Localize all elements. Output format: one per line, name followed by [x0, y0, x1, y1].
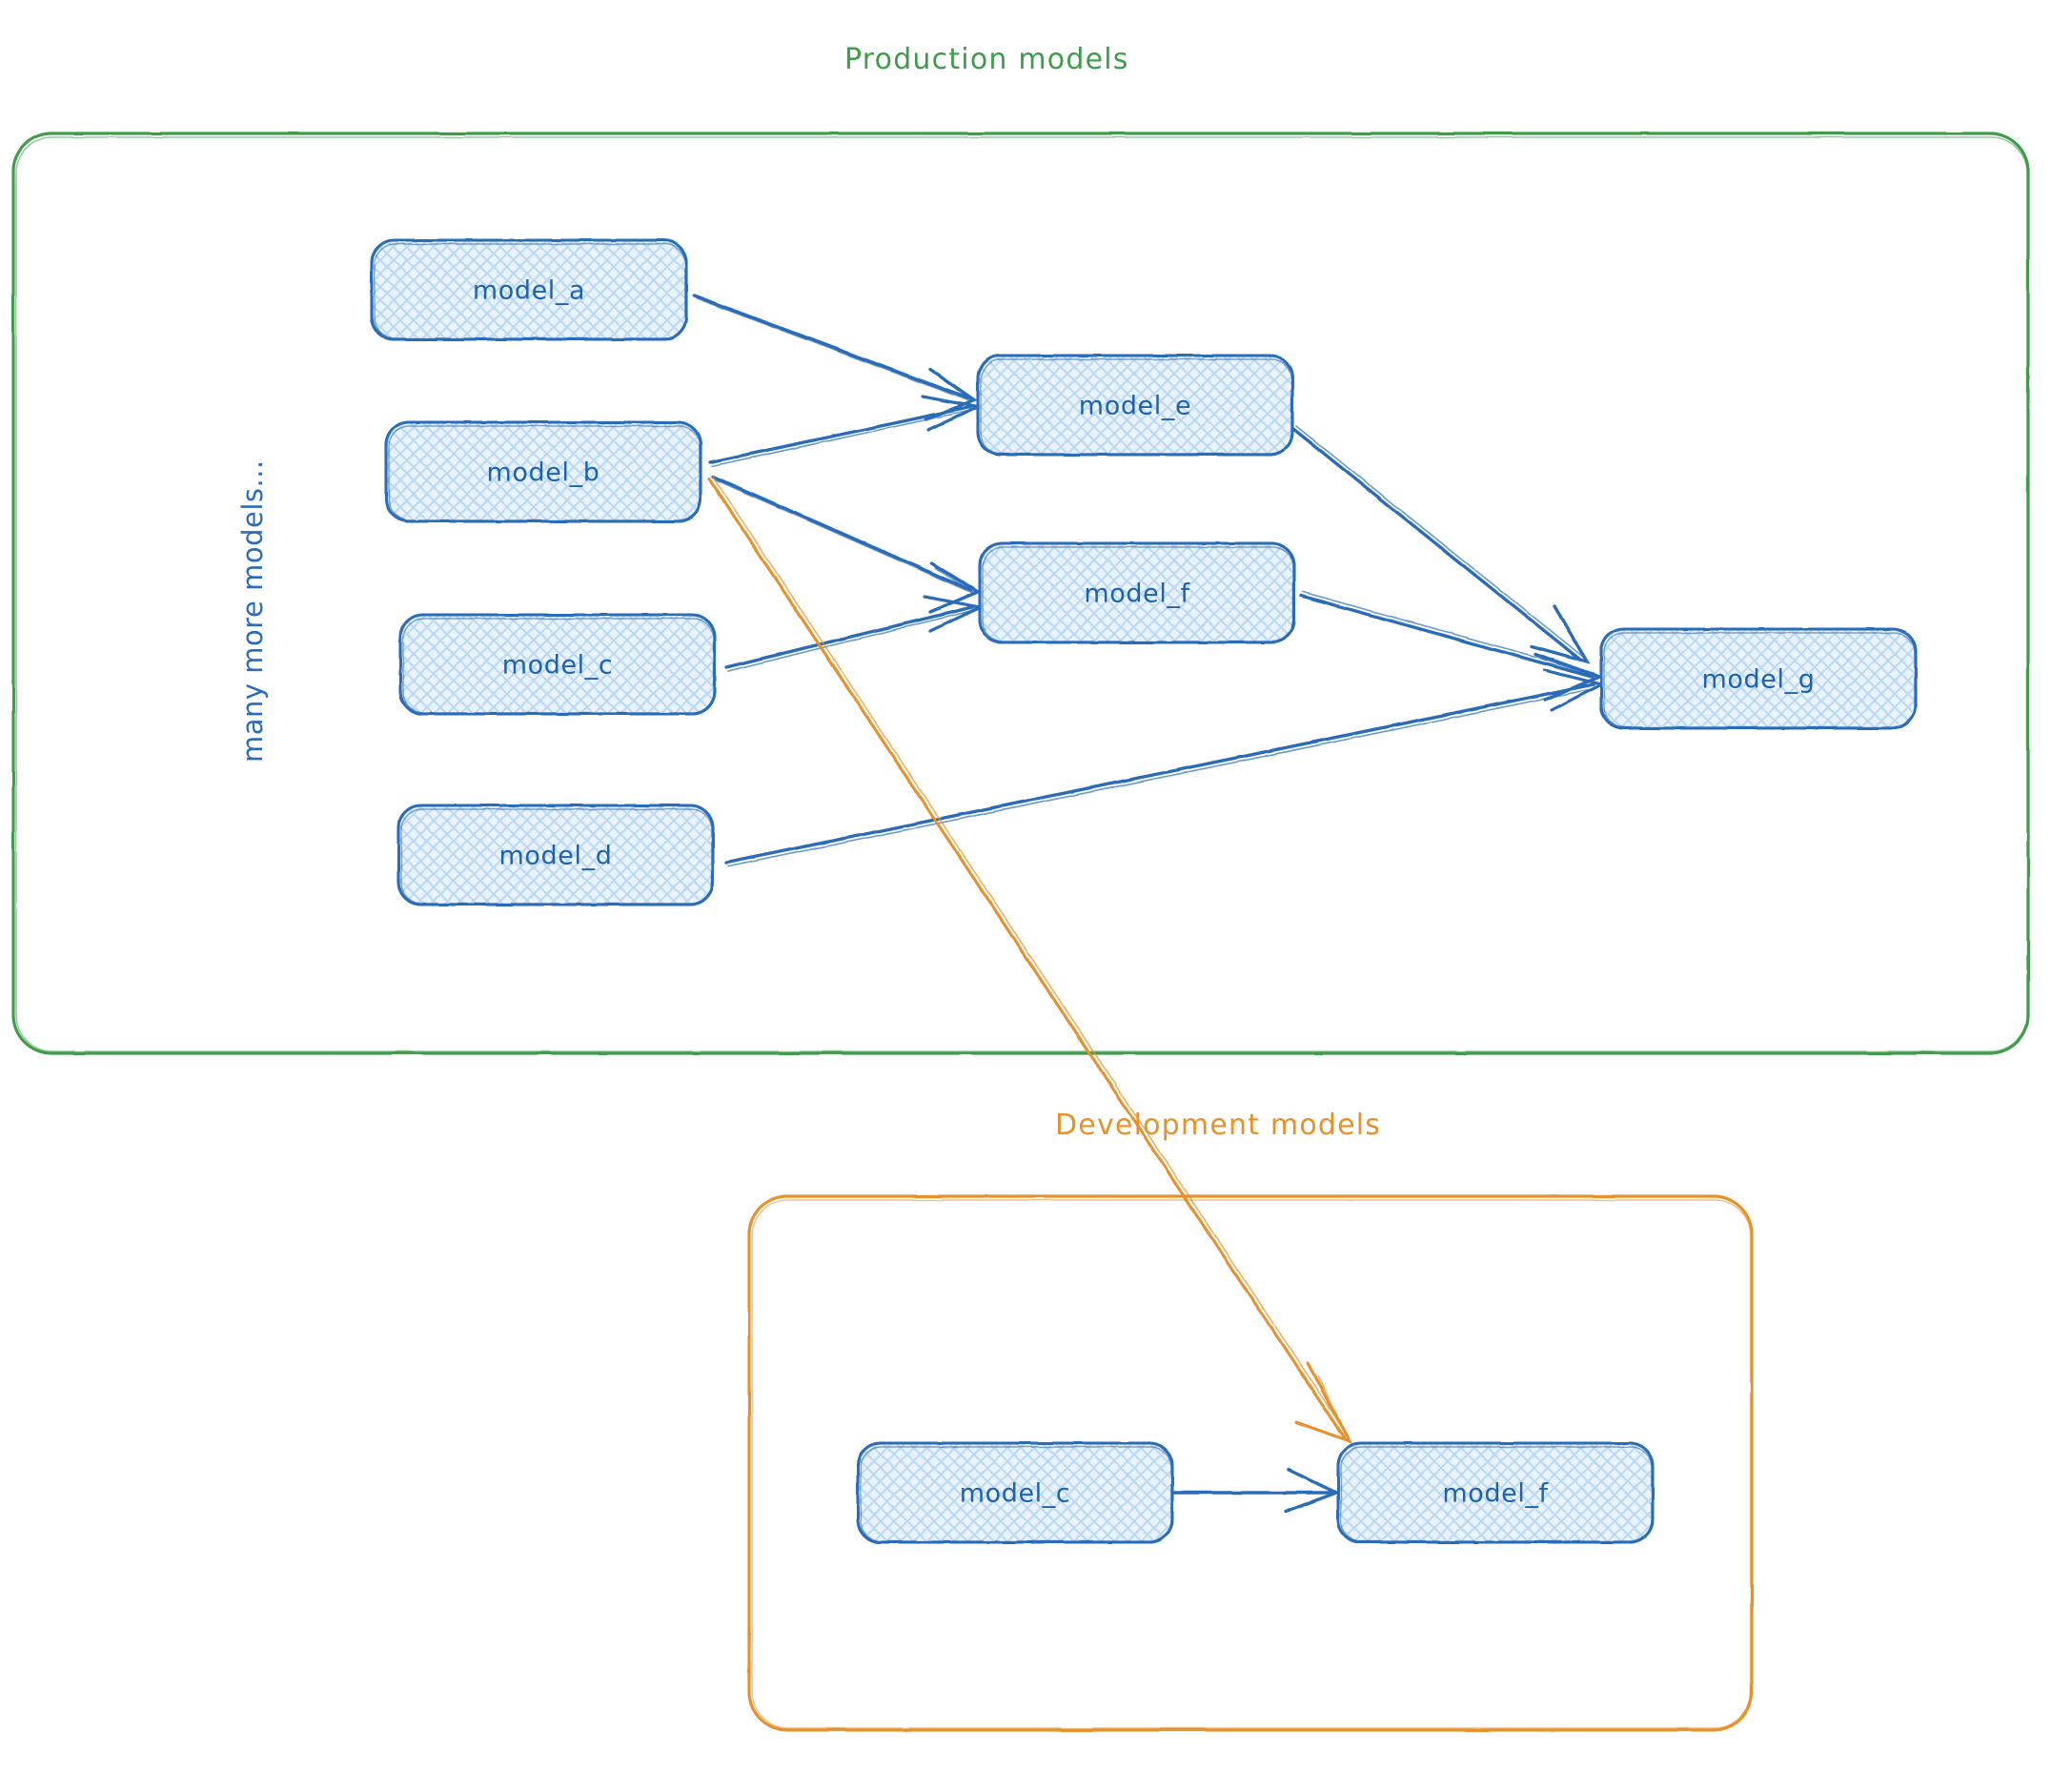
- node-label-dev-model-f: model_f: [1442, 1479, 1549, 1509]
- edge-model-e-to-model-g: [1291, 425, 1591, 664]
- edge-model-b-to-model-f: [711, 475, 982, 614]
- edge-model-a-to-model-e: [692, 294, 978, 421]
- node-prod-model-d[interactable]: model_d: [396, 804, 715, 906]
- node-prod-model-b[interactable]: model_b: [384, 420, 702, 523]
- development-nodes: model_c model_f: [856, 1441, 1655, 1544]
- node-label-prod-model-f: model_f: [1084, 580, 1190, 609]
- edges-development: [1172, 1468, 1341, 1514]
- edge-cross-model-b-to-dev-model-f: [707, 476, 1353, 1444]
- edge-model-b-to-model-e: [708, 395, 984, 467]
- development-group-title: Development models: [1055, 1109, 1382, 1142]
- node-dev-model-c[interactable]: model_c: [856, 1441, 1174, 1544]
- node-prod-model-f[interactable]: model_f: [978, 541, 1296, 644]
- node-label-prod-model-d: model_d: [499, 842, 613, 871]
- node-label-prod-model-c: model_c: [502, 651, 614, 681]
- production-group-container: [11, 132, 2030, 1055]
- node-dev-model-f[interactable]: model_f: [1336, 1441, 1655, 1544]
- development-group-container: [747, 1194, 1754, 1732]
- node-prod-model-e[interactable]: model_e: [976, 354, 1294, 457]
- edge-model-d-to-model-d-g: [724, 668, 1606, 867]
- edge-dev-model-c-to-dev-model-f: [1172, 1468, 1341, 1514]
- node-label-prod-model-e: model_e: [1079, 392, 1191, 421]
- node-label-prod-model-b: model_b: [487, 458, 600, 488]
- node-label-dev-model-c: model_c: [960, 1479, 1071, 1509]
- production-nodes: model_a model_b model_c: [370, 238, 1918, 906]
- node-prod-model-a[interactable]: model_a: [370, 238, 688, 341]
- node-label-prod-model-g: model_g: [1702, 665, 1816, 695]
- node-prod-model-g[interactable]: model_g: [1599, 627, 1918, 730]
- node-prod-model-c[interactable]: model_c: [398, 613, 717, 716]
- node-label-prod-model-a: model_a: [473, 276, 585, 306]
- production-group-title: Production models: [844, 43, 1129, 76]
- edges-production: [692, 294, 1606, 867]
